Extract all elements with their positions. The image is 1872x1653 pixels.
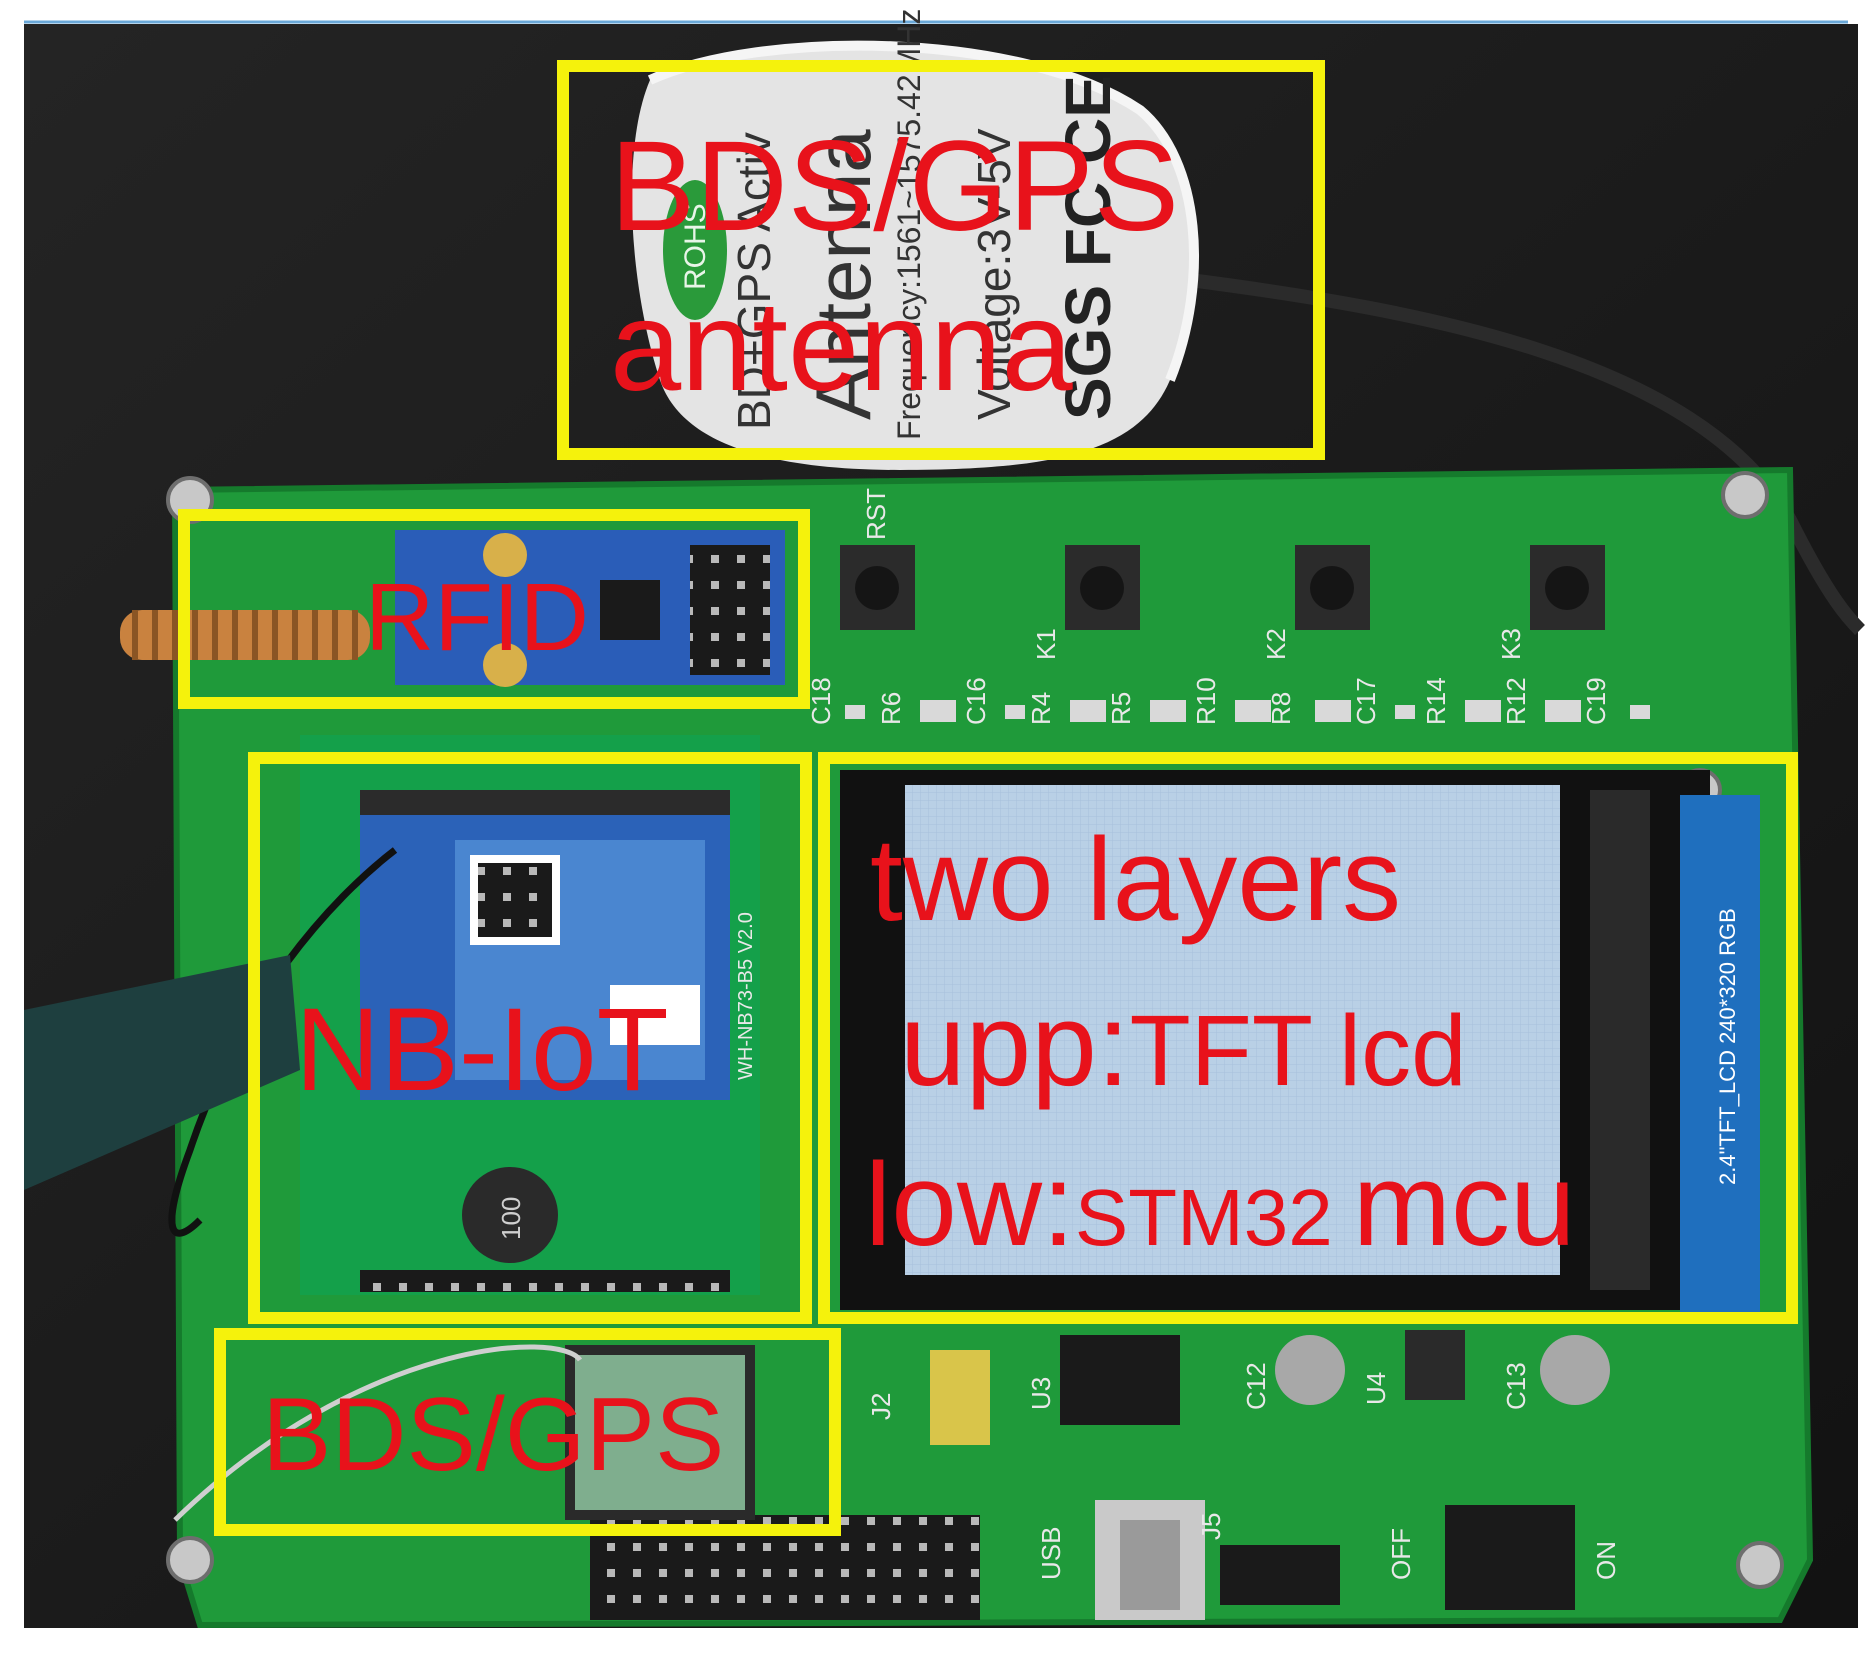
silkscreen-k2: K2	[1261, 628, 1291, 660]
rfid-module	[120, 530, 785, 687]
highlight-boxes	[178, 60, 1798, 1536]
silkscreen-on: ON	[1591, 1541, 1621, 1580]
label-antenna-line2: antenna	[610, 275, 1074, 418]
silkscreen-c13: C13	[1501, 1362, 1531, 1410]
box-bds-gps	[214, 1328, 841, 1536]
label-layers-tft: TFT lcd	[1130, 995, 1467, 1107]
gps-antenna-puck: ROHS BD+GPS Activ Antenna Frequency:1561…	[631, 9, 1199, 470]
label-bds-gps-module: BDS/GPS	[262, 1377, 724, 1493]
label-layers-mcu: mcu	[1353, 1139, 1576, 1271]
silkscreen-c19: C19	[1581, 677, 1611, 725]
antenna-print-line2: Antenna	[799, 129, 887, 420]
nbiot-module: 100 WH-NB73-B5 V2.0	[168, 735, 760, 1295]
silkscreen-k3: K3	[1496, 628, 1526, 660]
lcd-ribbon-print: 2.4"TFT_LCD 240*320 RGB	[1715, 908, 1740, 1185]
label-nbiot: NB-IoT	[295, 984, 669, 1116]
silkscreen-off: OFF	[1386, 1528, 1416, 1580]
silkscreen-r12: R12	[1501, 677, 1531, 725]
label-layers-upp: upp:	[900, 979, 1130, 1111]
antenna-print-line4: Voltage:3V-5V	[968, 128, 1020, 420]
label-layers-low: low:	[865, 1139, 1075, 1271]
label-layers-line1: two layers	[870, 814, 1401, 946]
module-name-print: WH-NB73-B5 V2.0	[735, 912, 757, 1080]
silkscreen-r6: R6	[876, 692, 906, 725]
silkscreen-c17: C17	[1351, 677, 1381, 725]
silkscreen-u3: U3	[1026, 1377, 1056, 1410]
tft-lcd-panel: 2.4"TFT_LCD 240*320 RGB	[840, 770, 1760, 1315]
label-layers-line2: upp:TFT lcd	[900, 979, 1467, 1111]
silkscreen-r10: R10	[1191, 677, 1221, 725]
external-cable	[24, 955, 300, 1190]
antenna-brand-text: ROHS	[679, 203, 712, 290]
silkscreen-j5: J5	[1196, 1513, 1226, 1540]
silkscreen-c16: C16	[961, 677, 991, 725]
silkscreen-c12: C12	[1241, 1362, 1271, 1410]
box-rfid	[178, 509, 810, 709]
silkscreen-j2: J2	[866, 1393, 896, 1420]
box-lcd	[818, 752, 1798, 1324]
silkscreen-u4: U4	[1361, 1372, 1391, 1405]
silkscreen-usb: USB	[1036, 1527, 1066, 1580]
label-rfid: RFID	[365, 564, 589, 671]
inductor-marking: 100	[496, 1197, 526, 1240]
antenna-print-line5: SGS FC CE	[1052, 75, 1124, 420]
silkscreen-r4: R4	[1026, 692, 1056, 725]
silkscreen-rst: RST	[861, 488, 891, 540]
silkscreen-c18: C18	[806, 677, 836, 725]
antenna-print-line1: BD+GPS Activ	[728, 132, 780, 430]
antenna-cable	[1189, 273, 1865, 635]
antenna-print-line3: Frequency:1561~1575.42MHz	[891, 9, 927, 440]
silkscreen-r14: R14	[1421, 677, 1451, 725]
smd-components	[845, 700, 1650, 722]
bds-gps-module	[173, 1344, 755, 1522]
silkscreen-k1: K1	[1031, 628, 1061, 660]
label-layers-stm32: STM32	[1075, 1173, 1333, 1262]
box-antenna	[557, 60, 1325, 460]
label-antenna-line1: BDS/GPS	[610, 115, 1179, 258]
box-nbiot	[248, 752, 812, 1324]
push-buttons	[840, 545, 1605, 630]
silkscreen-r5: R5	[1106, 692, 1136, 725]
